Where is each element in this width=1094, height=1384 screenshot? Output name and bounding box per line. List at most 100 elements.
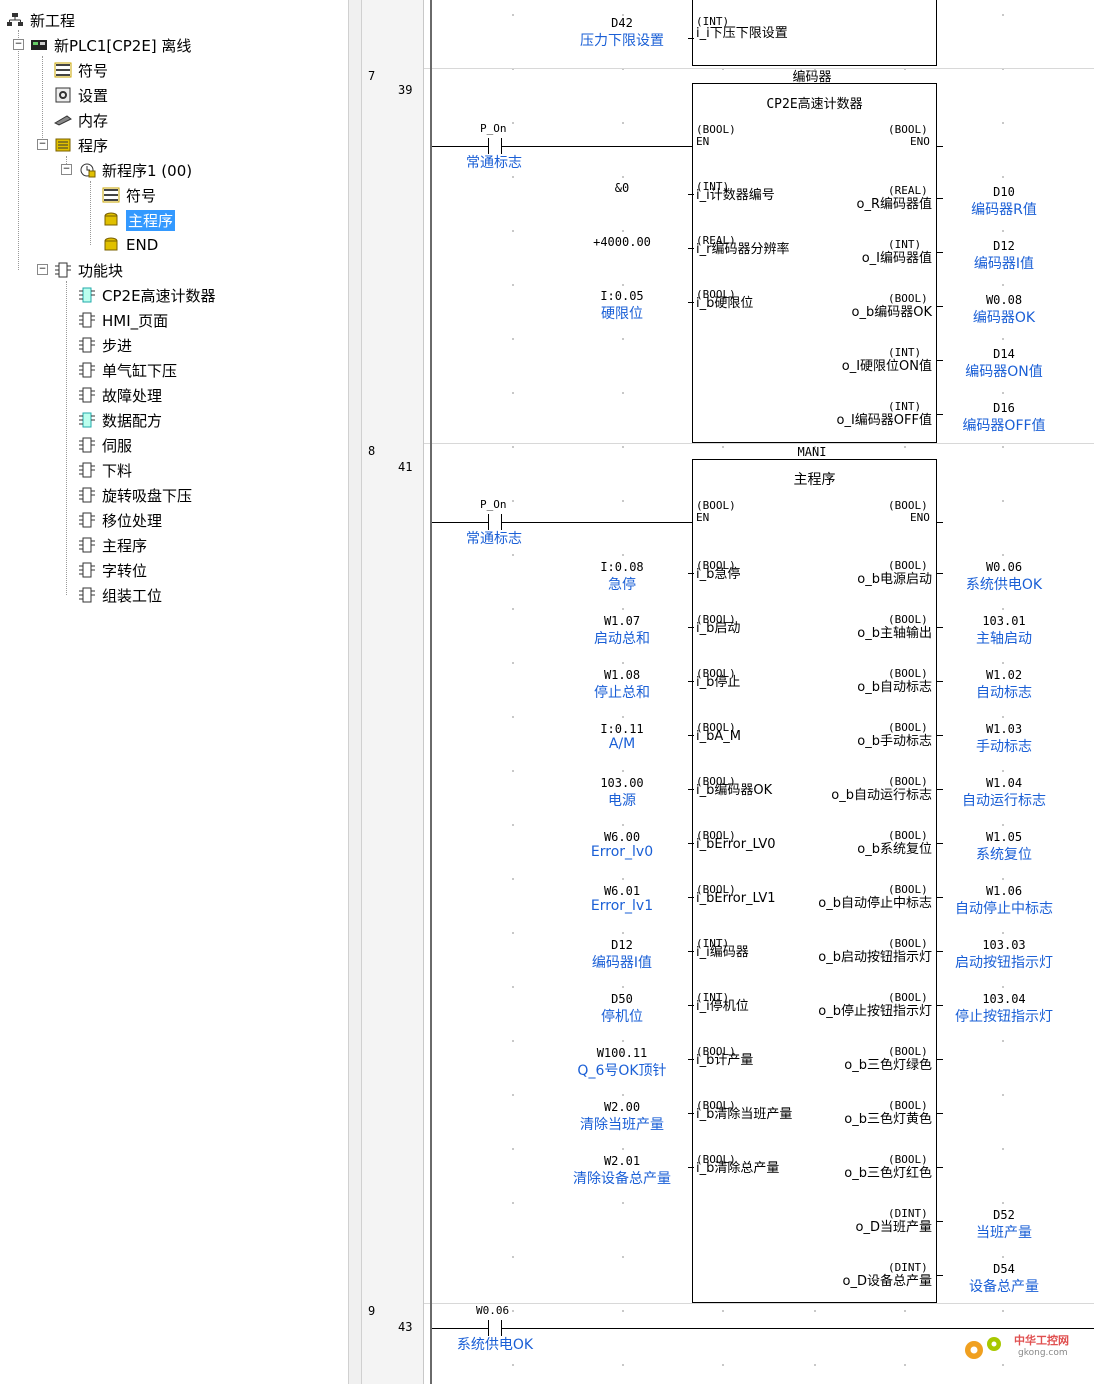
grid-dot (512, 878, 514, 880)
input-operand[interactable]: +4000.00 (593, 235, 651, 249)
rung-number: 8 (368, 444, 376, 458)
grid-dot (1002, 1256, 1004, 1258)
output-operand[interactable]: W1.03 (985, 722, 1023, 736)
input-operand[interactable]: I:0.05 (600, 289, 644, 303)
rung-header[interactable] (362, 1303, 424, 1384)
pin-type: (INT) (696, 15, 730, 28)
tree-line (90, 181, 91, 245)
tree-item-function-blocks[interactable]: 功能块 (54, 259, 123, 281)
rung-header[interactable] (362, 68, 424, 443)
input-operand[interactable]: W1.08 (603, 668, 641, 682)
tree-fb-item[interactable]: 组装工位 (78, 584, 162, 606)
tree-project[interactable]: 新工程 (6, 9, 75, 31)
tree-item-main-section[interactable]: 主程序 (102, 209, 176, 231)
tree-item-program1[interactable]: 新程序1 (00) (78, 159, 192, 181)
grid-dot (622, 608, 624, 610)
tree-item-settings[interactable]: 设置 (54, 84, 108, 106)
tree-label: 设置 (78, 86, 109, 105)
collapse-toggle[interactable]: − (37, 264, 48, 275)
collapse-toggle[interactable]: − (37, 139, 48, 150)
rung-separator (424, 443, 1094, 444)
input-comment: Error_lv1 (590, 898, 654, 914)
input-operand[interactable]: I:0.11 (600, 722, 644, 736)
input-operand[interactable]: W2.00 (603, 1100, 641, 1114)
watermark: 中华工控网 gkong.com (958, 1326, 1088, 1372)
input-operand[interactable]: W1.07 (603, 614, 641, 628)
tree-fb-item[interactable]: CP2E高速计数器 (78, 284, 216, 306)
function-block-icon (78, 362, 96, 378)
tree-fb-item[interactable]: 下料 (78, 459, 132, 481)
input-comment: Q_6号OK顶针 (577, 1063, 667, 1079)
input-operand[interactable]: I:0.08 (600, 560, 644, 574)
rung-header[interactable] (362, 0, 424, 68)
output-operand[interactable]: D12 (993, 239, 1015, 253)
tree-fb-item[interactable]: 故障处理 (78, 384, 162, 406)
ladder-editor[interactable]: 7 39 8 41 9 43 D42 压力下限设置 (INT) i_i下压下限设… (362, 0, 1094, 1384)
pin-type: (BOOL) (696, 721, 736, 734)
input-operand[interactable]: D50 (611, 992, 633, 1006)
operand-address[interactable]: D42 (611, 16, 633, 30)
tree-item-symbols[interactable]: 符号 (54, 59, 108, 81)
pin-type: (REAL) (696, 234, 736, 247)
no-contact[interactable] (488, 1320, 502, 1336)
tree-fb-item[interactable]: 伺服 (78, 434, 132, 456)
output-operand[interactable]: W1.02 (985, 668, 1023, 682)
output-operand[interactable]: 103.04 (982, 992, 1026, 1006)
function-block-partial[interactable] (692, 0, 937, 66)
output-operand[interactable]: D10 (993, 185, 1015, 199)
output-operand[interactable]: W1.06 (985, 884, 1023, 898)
input-operand[interactable]: D12 (611, 938, 633, 952)
input-operand[interactable]: &0 (614, 181, 630, 195)
output-operand[interactable]: D52 (993, 1208, 1015, 1222)
output-operand[interactable]: W1.05 (985, 830, 1023, 844)
no-contact[interactable] (488, 138, 502, 154)
grid-dot (814, 1364, 816, 1366)
output-operand[interactable]: W0.06 (985, 560, 1023, 574)
fb-encoder[interactable] (692, 83, 937, 443)
pin-wire (937, 681, 943, 682)
tree-item-memory[interactable]: 内存 (54, 109, 108, 131)
pane-splitter[interactable] (348, 0, 362, 1384)
input-operand[interactable]: 103.00 (600, 776, 644, 790)
tree-fb-item[interactable]: 步进 (78, 334, 132, 356)
tree-fb-item[interactable]: 主程序 (78, 534, 147, 556)
output-operand[interactable]: D16 (993, 401, 1015, 415)
output-comment: 手动标志 (976, 739, 1032, 755)
output-operand[interactable]: 103.03 (982, 938, 1026, 952)
tree-plc[interactable]: 新PLC1[CP2E] 离线 (30, 34, 191, 56)
tree-fb-item[interactable]: 旋转吸盘下压 (78, 484, 192, 506)
no-contact[interactable] (488, 514, 502, 530)
fb-main-program[interactable] (692, 459, 937, 1303)
tree-fb-item[interactable]: 单气缸下压 (78, 359, 177, 381)
tree-fb-item[interactable]: 数据配方 (78, 409, 162, 431)
tree-item-program[interactable]: 程序 (54, 134, 108, 156)
rung-wire (432, 146, 692, 147)
tree-fb-item[interactable]: 移位处理 (78, 509, 162, 531)
tree-fb-item[interactable]: 字转位 (78, 559, 147, 581)
tree-fb-item[interactable]: HMI_页面 (78, 309, 168, 331)
collapse-toggle[interactable]: − (61, 164, 72, 175)
pin-type: (INT) (696, 180, 730, 193)
rung-header[interactable] (362, 443, 424, 1303)
grid-dot (622, 230, 624, 232)
input-operand[interactable]: W6.01 (603, 884, 641, 898)
input-operand[interactable]: W2.01 (603, 1154, 641, 1168)
pin-wire (688, 789, 694, 790)
pin-wire (937, 951, 943, 952)
output-operand[interactable]: D54 (993, 1262, 1015, 1276)
tree-item-end[interactable]: END (102, 234, 158, 256)
tree-item-local-symbols[interactable]: 符号 (102, 184, 156, 206)
grid-dot (622, 662, 624, 664)
input-operand[interactable]: W100.11 (596, 1046, 648, 1060)
collapse-toggle[interactable]: − (13, 39, 24, 50)
output-operand[interactable]: 103.01 (982, 614, 1026, 628)
pin-type: (BOOL) (696, 1099, 736, 1112)
tree-line (66, 156, 67, 170)
output-operand[interactable]: W1.04 (985, 776, 1023, 790)
output-operand[interactable]: D14 (993, 347, 1015, 361)
input-operand[interactable]: W6.00 (603, 830, 641, 844)
pin-wire (937, 627, 943, 628)
project-tree[interactable]: 新工程 − 新PLC1[CP2E] 离线 符号 设置 内存 − 程序 − (0, 0, 348, 1384)
pin-type: (INT) (696, 991, 730, 1004)
output-operand[interactable]: W0.08 (985, 293, 1023, 307)
